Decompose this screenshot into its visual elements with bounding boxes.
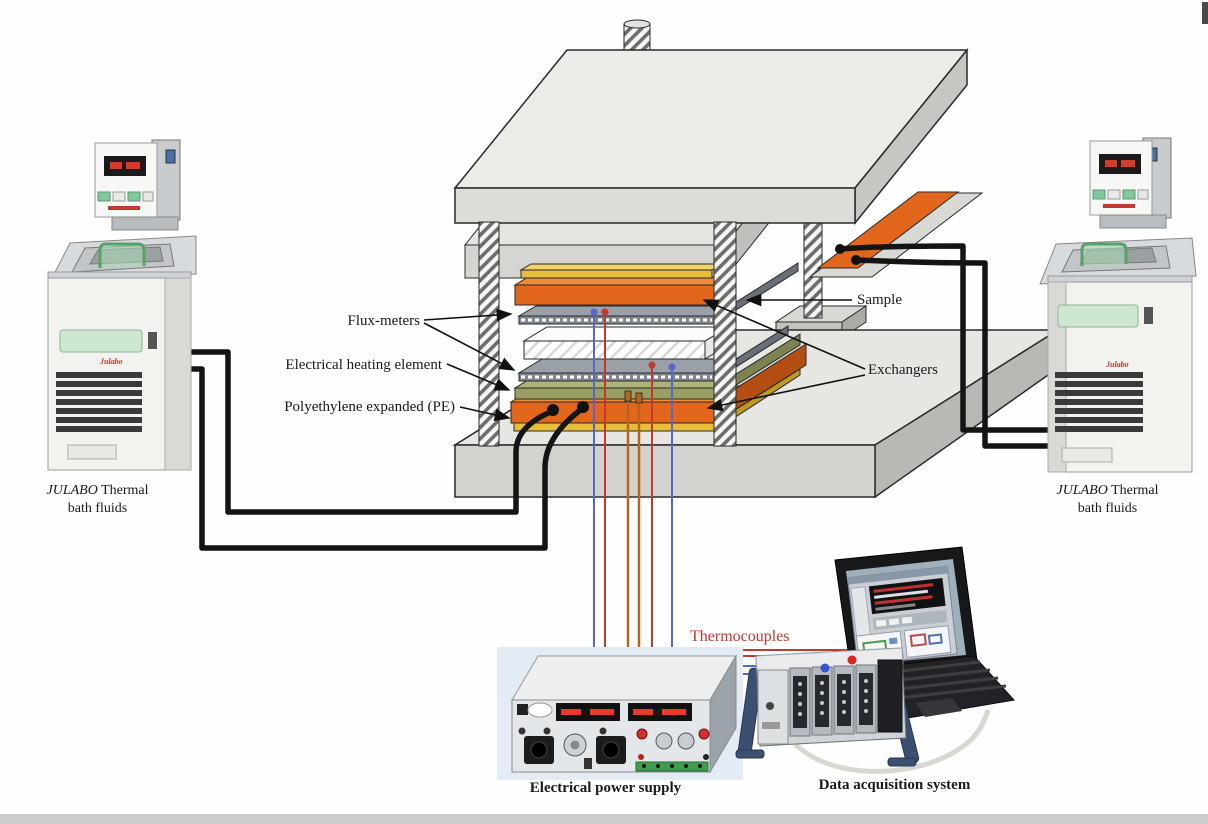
bottom-strip (0, 814, 1208, 824)
label-sample: Sample (857, 292, 902, 308)
label-julabo-right: JULABO Thermal bath fluids (1025, 482, 1190, 517)
julabo-bath-left (47, 139, 197, 471)
edge-artifact (1202, 2, 1208, 24)
label-exchangers: Exchangers (868, 362, 938, 378)
julabo-logo-right: Julabo (1106, 360, 1129, 369)
thermocouple-tip-blue (668, 363, 676, 371)
thermocouple-tip-red (648, 361, 656, 369)
cable-connector (851, 255, 861, 265)
label-thermocouples: Thermocouples (690, 628, 790, 645)
cable-connector (547, 404, 559, 416)
thermocouple-tip-blue (590, 308, 598, 316)
label-power-supply: Electrical power supply (529, 780, 682, 796)
julabo-rest-text: Thermal (97, 483, 149, 498)
thermocouple-plug-blue (820, 663, 830, 673)
layer-sample (522, 326, 730, 360)
label-julabo-left: JULABO Thermal bath fluids (15, 482, 180, 517)
layer-pe-yellow-top (519, 263, 724, 279)
leader-lines (423, 293, 866, 422)
julabo-brand-text: JULABO (46, 483, 98, 498)
thermocouple-tip-red (601, 308, 609, 316)
cable-connector (835, 244, 845, 254)
label-daq: Data acquisition system (818, 777, 971, 793)
heater-terminal (635, 392, 643, 404)
label-electrical-heating-element: Electrical heating element (285, 357, 442, 373)
cable-connector (577, 401, 589, 413)
layer-exchanger-top (513, 276, 729, 306)
cdaq-chassis (735, 647, 920, 767)
daq-system (735, 546, 1015, 774)
power-supply (497, 647, 743, 780)
heater-wires (626, 400, 641, 667)
heater-terminal (624, 390, 632, 402)
thermocouple-plug-red (847, 655, 857, 665)
top-plate (453, 19, 969, 226)
julabo-line2-text: bath fluids (67, 500, 128, 516)
bath-cables (169, 243, 1057, 551)
julabo-bath-right (1039, 137, 1197, 473)
julabo-brand-text: JULABO (1056, 483, 1108, 498)
press-apparatus (452, 19, 1061, 499)
label-polyethylene-expanded: Polyethylene expanded (PE) (284, 399, 455, 415)
julabo-rest-text: Thermal (1107, 483, 1159, 498)
label-flux-meters: Flux-meters (347, 313, 421, 329)
usb-cable (793, 709, 991, 774)
julabo-line2-text: bath fluids (1077, 500, 1138, 516)
julabo-logo-left: Julabo (100, 357, 123, 366)
